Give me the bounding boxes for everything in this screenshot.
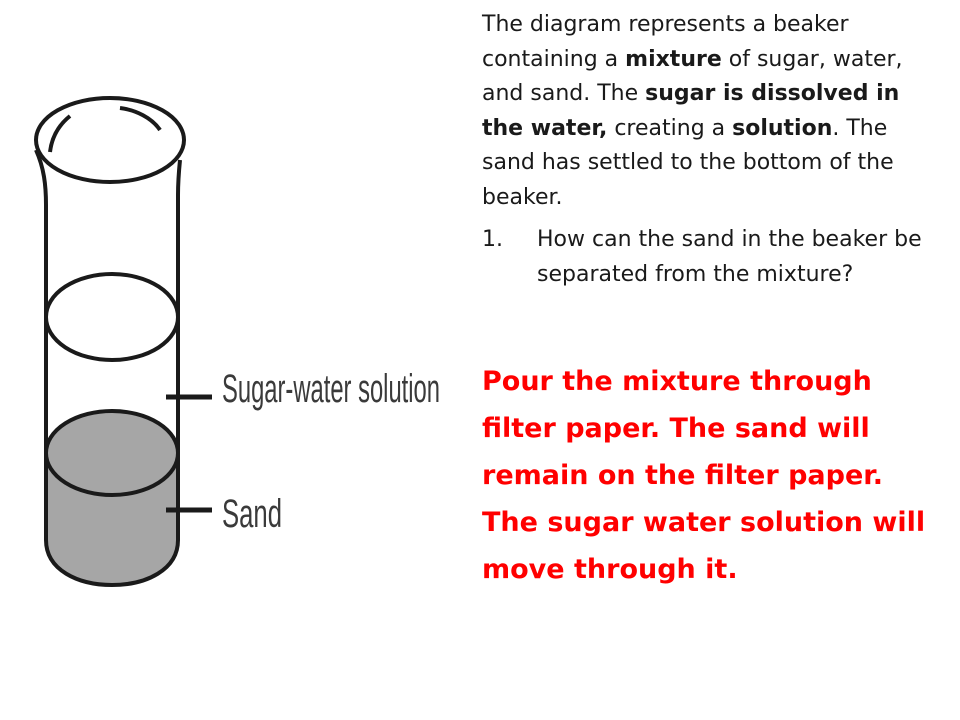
beaker-diagram: Sugar-water solution Sand — [34, 96, 440, 588]
text-column: The diagram represents a beaker containi… — [482, 8, 942, 593]
intro-paragraph: The diagram represents a beaker containi… — [482, 8, 942, 215]
beaker-left-wall — [34, 149, 48, 540]
sand-label: Sand — [222, 492, 282, 536]
intro-text-2: of sugar, water, and sand. The — [482, 46, 903, 107]
question-item: 1. How can the sand in the beaker be sep… — [482, 223, 942, 292]
rim-highlight-right — [119, 106, 162, 132]
answer-text: Pour the mixture through filter paper. T… — [482, 366, 926, 585]
intro-bold-dissolved: sugar is dissolved in the water, — [482, 81, 900, 141]
intro-text-4: . The sand has settled to the bottom of … — [482, 115, 894, 210]
beaker-right-wall — [176, 159, 182, 540]
beaker-rim — [34, 96, 186, 184]
solution-label: Sugar-water solution — [222, 367, 440, 411]
intro-text-1: The diagram represents a beaker containi… — [482, 12, 849, 72]
question-list: 1. How can the sand in the beaker be sep… — [482, 223, 942, 292]
rim-highlight-left — [48, 114, 72, 153]
sand-surface — [44, 409, 180, 497]
intro-bold-mixture: mixture — [625, 46, 722, 72]
solution-surface — [44, 272, 180, 362]
intro-text-3: creating a — [607, 115, 733, 141]
intro-bold-solution: solution — [732, 115, 833, 141]
question-number: 1. — [482, 227, 503, 252]
beaker-bottom — [44, 539, 180, 588]
question-text: How can the sand in the beaker be separa… — [537, 227, 922, 287]
